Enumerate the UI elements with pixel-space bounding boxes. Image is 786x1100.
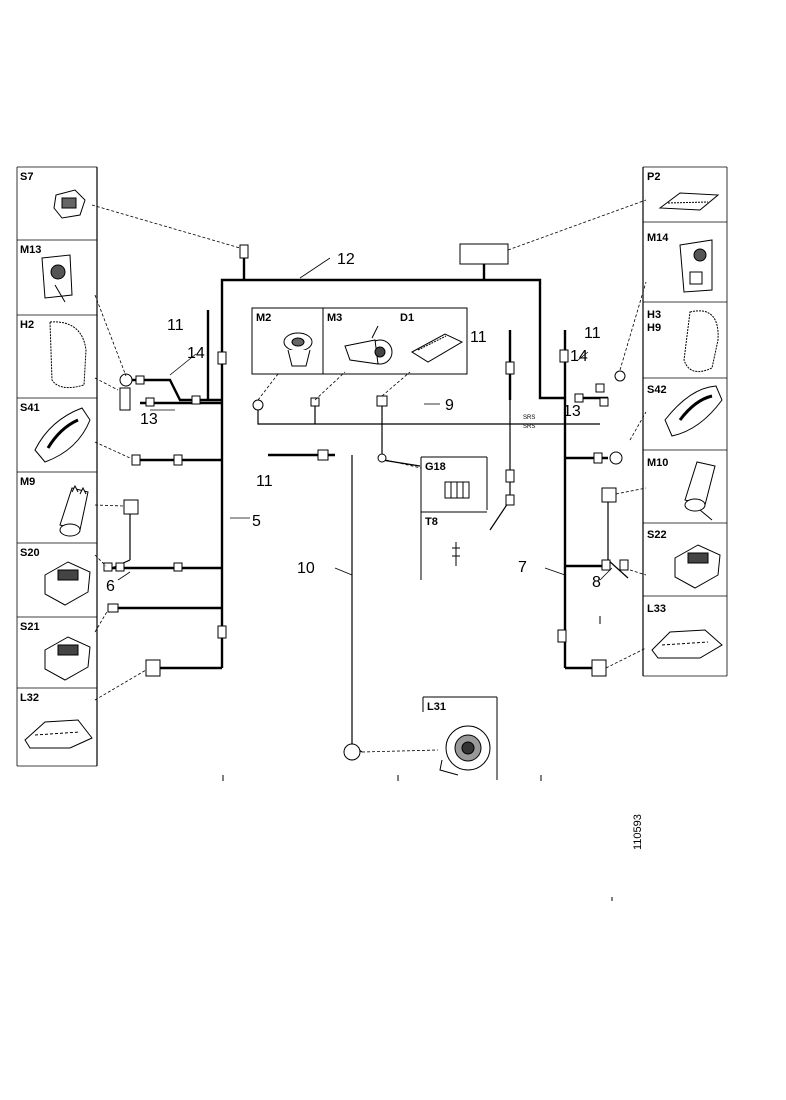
callout-13-left: 13 [140, 411, 158, 428]
callout-13-right: 13 [563, 403, 581, 420]
panel-p2-drawing [658, 192, 720, 211]
switch-s42-drawing [664, 385, 723, 437]
component-label-l31: L31 [427, 701, 446, 713]
component-label-m14: M14 [647, 232, 669, 244]
callout-14-left: 14 [187, 345, 205, 362]
component-label-s42: S42 [647, 384, 667, 396]
unit-g18-drawing [444, 481, 470, 499]
lamp-l33-drawing [651, 629, 723, 659]
callout-14-right: 14 [570, 348, 588, 365]
lamp-l32-drawing [24, 719, 93, 749]
switch-s21-drawing [44, 636, 91, 681]
switch-s7-drawing [53, 189, 86, 219]
motor-m9-drawing [59, 484, 89, 537]
component-label-l32: L32 [20, 692, 39, 704]
l31-box [422, 696, 498, 780]
small-ticks [222, 616, 613, 901]
component-label-p2: P2 [647, 171, 660, 183]
leader-lines [91, 199, 647, 753]
callout-11-right: 11 [584, 325, 601, 342]
harness-connectors [103, 243, 629, 761]
callout-6: 6 [106, 578, 115, 595]
callout-11-center: 11 [256, 473, 273, 490]
component-label-h9: H9 [647, 322, 661, 334]
motor-m2-drawing [283, 332, 313, 367]
callout-10: 10 [297, 560, 315, 577]
switch-s41-drawing [34, 407, 91, 463]
right-component-panel [642, 166, 728, 677]
component-label-t8: T8 [425, 516, 438, 528]
module-d1-drawing [411, 333, 464, 363]
component-label-h3: H3 [647, 309, 661, 321]
secondary-wires [111, 400, 629, 753]
callout-11-center-right: 11 [470, 329, 487, 346]
callout-9: 9 [445, 397, 454, 414]
switch-s20-drawing [44, 561, 91, 606]
component-label-g18: G18 [425, 461, 446, 473]
callout-leaders [117, 257, 613, 581]
center-module-box [251, 307, 468, 375]
g18-t8-box [420, 456, 488, 580]
motor-m13-drawing [41, 254, 73, 303]
callout-8: 8 [592, 574, 601, 591]
mirror-h2-drawing [49, 321, 87, 389]
component-label-s20: S20 [20, 547, 40, 559]
component-label-l33: L33 [647, 603, 666, 615]
component-label-m9: M9 [20, 476, 35, 488]
left-component-panel [16, 166, 98, 767]
sensor-t8-drawing [452, 542, 460, 566]
motor-m3-drawing [344, 325, 393, 365]
motor-m14-drawing [679, 239, 713, 293]
component-label-d1: D1 [400, 312, 414, 324]
callout-7: 7 [518, 559, 527, 576]
motor-m10-drawing [684, 461, 716, 521]
srs-mark-2: SRS [523, 424, 535, 430]
component-label-s41: S41 [20, 402, 40, 414]
component-label-h2: H2 [20, 319, 34, 331]
srs-mark-1: SRS [523, 415, 535, 421]
component-label-s22: S22 [647, 529, 667, 541]
callout-11-left-top: 11 [167, 317, 184, 334]
callout-5: 5 [252, 513, 261, 530]
mirror-h3-drawing [683, 310, 719, 373]
component-label-m2: M2 [256, 312, 271, 324]
component-label-m10: M10 [647, 457, 668, 469]
component-label-m13: M13 [20, 244, 41, 256]
component-label-m3: M3 [327, 312, 342, 324]
callout-12: 12 [337, 251, 355, 268]
component-label-s21: S21 [20, 621, 40, 633]
component-label-s7: S7 [20, 171, 33, 183]
switch-s22-drawing [674, 544, 721, 589]
lamp-l31-drawing [439, 725, 491, 776]
harness-wires [105, 258, 608, 670]
reference-number: 110593 [632, 814, 644, 850]
